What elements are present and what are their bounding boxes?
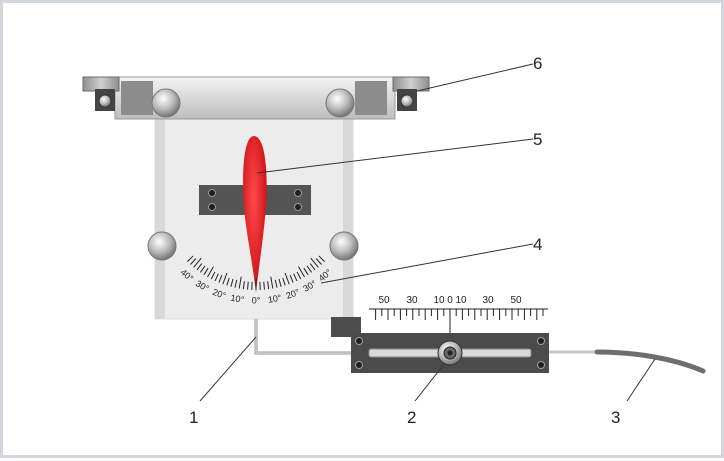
callout-5-label: 5 — [533, 130, 542, 149]
angle-tick — [248, 282, 249, 290]
linear-scale-label: 10 — [455, 295, 467, 306]
linear-scale-label: 10 — [433, 295, 445, 306]
linear-scale-label: 50 — [510, 295, 522, 306]
top-right-knob — [326, 89, 354, 117]
linear-scale-ticks — [369, 309, 548, 320]
angle-tick — [264, 282, 265, 290]
left-clamp — [83, 77, 119, 111]
callout-6-label: 6 — [533, 54, 542, 73]
rail-right-block — [355, 81, 387, 115]
bottom-left-knob — [148, 232, 176, 260]
linear-scale-label: 0 — [447, 295, 453, 306]
callout-4-label: 4 — [533, 235, 542, 254]
right-clamp — [393, 77, 429, 111]
panel-right-edge — [343, 85, 353, 319]
callout-2-label: 2 — [407, 408, 416, 427]
panel-left-edge — [155, 85, 165, 319]
linear-scale-label: 50 — [378, 295, 390, 306]
angle-label: 0° — [252, 295, 261, 305]
callout-3-label: 3 — [611, 408, 620, 427]
callout-1-label: 1 — [189, 408, 198, 427]
cable — [597, 352, 703, 371]
top-left-knob — [152, 89, 180, 117]
linear-scale-label: 30 — [482, 295, 494, 306]
linear-scale-label: 30 — [406, 295, 418, 306]
bottom-right-knob — [330, 232, 358, 260]
rail-left-block — [121, 81, 153, 115]
